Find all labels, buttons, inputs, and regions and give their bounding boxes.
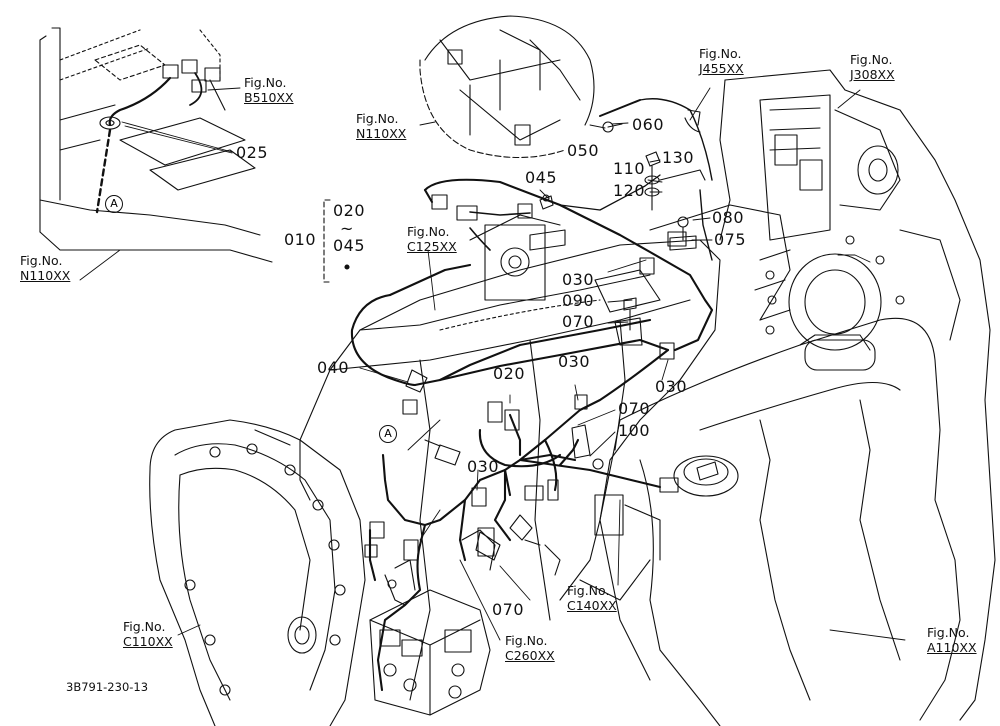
group-dot (345, 265, 349, 269)
fig-ref-prefix: Fig.No. (356, 111, 399, 126)
fig-ref-prefix: Fig.No. (20, 253, 63, 268)
fig-ref-code[interactable]: C140XX (567, 597, 617, 613)
drawing-code: 3B791-230-13 (66, 680, 149, 694)
group-label-main: 010 (284, 230, 317, 249)
fig-ref-code[interactable]: J308XX (850, 66, 895, 82)
leader-lines (80, 88, 905, 640)
part-label-070-b: 070 (618, 399, 651, 418)
fig-ref-code[interactable]: B510XX (244, 89, 294, 105)
fig-ref-a110: Fig.No. A110XX (927, 625, 977, 655)
part-label-100: 100 (618, 421, 651, 440)
fig-ref-code[interactable]: J455XX (699, 60, 744, 76)
part-label-130: 130 (662, 148, 695, 167)
fig-ref-code[interactable]: N110XX (20, 267, 71, 283)
fig-ref-prefix: Fig.No. (244, 75, 287, 90)
part-label-030-c: 030 (558, 352, 591, 371)
part-label-030-d: 030 (467, 457, 500, 476)
valve-block (370, 528, 495, 715)
transmission-case (300, 215, 720, 700)
group-label-tilde: ~ (340, 219, 354, 238)
fig-ref-prefix: Fig.No. (850, 52, 893, 67)
part-label-090: 090 (562, 291, 595, 310)
part-label-070-c: 070 (492, 600, 525, 619)
fig-ref-n110-top: Fig.No. N110XX (356, 111, 407, 141)
group-label-to: 045 (333, 236, 366, 255)
part-label-030-a: 030 (562, 270, 595, 289)
wire-harness (352, 175, 712, 690)
group-bracket (324, 200, 330, 282)
fuel-tank (600, 318, 960, 726)
fig-ref-prefix: Fig.No. (123, 619, 166, 634)
callout-a-bottom: A (379, 425, 397, 443)
fig-ref-prefix: Fig.No. (699, 46, 742, 61)
inset-detail-view (420, 16, 594, 158)
fig-ref-code[interactable]: C260XX (505, 647, 555, 663)
fig-ref-c260: Fig.No. C260XX (505, 633, 555, 663)
fig-ref-prefix: Fig.No. (505, 633, 548, 648)
fig-ref-code[interactable]: N110XX (356, 125, 407, 141)
inset-cab-floor (40, 28, 272, 262)
fig-ref-code[interactable]: C110XX (123, 633, 173, 649)
fig-ref-j308: Fig.No. J308XX (850, 52, 895, 82)
part-label-025: 025 (236, 143, 269, 162)
part-label-075: 075 (714, 230, 747, 249)
part-label-060: 060 (632, 115, 665, 134)
fig-ref-n110-left: Fig.No. N110XX (20, 253, 71, 283)
fig-ref-j455: Fig.No. J455XX (699, 46, 744, 76)
part-label-030-b: 030 (655, 377, 688, 396)
bolt-and-washer-set (543, 99, 712, 330)
fig-ref-prefix: Fig.No. (407, 224, 450, 239)
part-label-050: 050 (567, 141, 600, 160)
harness-connectors (365, 195, 686, 560)
fig-ref-prefix: Fig.No. (927, 625, 970, 640)
part-label-045: 045 (525, 168, 558, 187)
part-label-080: 080 (712, 208, 745, 227)
part-label-120: 120 (613, 181, 646, 200)
fig-ref-code[interactable]: A110XX (927, 639, 977, 655)
fig-ref-c110: Fig.No. C110XX (123, 619, 173, 649)
rear-housing (650, 70, 995, 720)
fig-ref-b510: Fig.No. B510XX (244, 75, 294, 105)
part-label-020: 020 (493, 364, 526, 383)
part-label-110: 110 (613, 159, 646, 178)
fig-ref-c125: Fig.No. C125XX (407, 224, 457, 254)
group-label-from: 020 (333, 201, 366, 220)
clutch-housing (150, 420, 365, 726)
fig-ref-prefix: Fig.No. (567, 583, 610, 598)
callout-a-top: A (105, 195, 123, 213)
part-label-040: 040 (317, 358, 350, 377)
fig-ref-code[interactable]: C125XX (407, 238, 457, 254)
fig-ref-c140: Fig.No. C140XX (567, 583, 617, 613)
part-label-070-a: 070 (562, 312, 595, 331)
